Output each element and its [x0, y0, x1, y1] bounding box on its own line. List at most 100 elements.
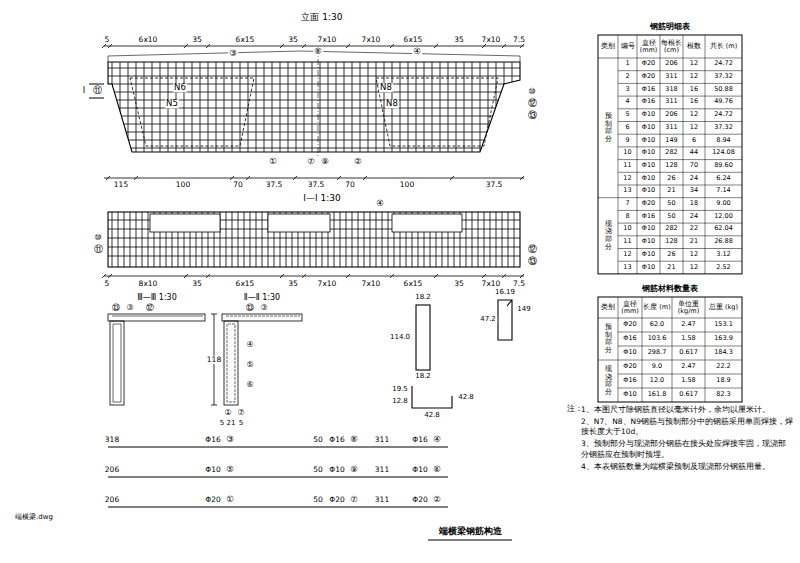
table-header: 单位重 (kg/m)	[672, 300, 705, 314]
section-mark	[89, 84, 104, 98]
table-cell: 24.72	[713, 61, 734, 68]
table-cell: 22	[689, 226, 699, 233]
bar-line	[108, 447, 448, 507]
table-cell: Φ10	[641, 162, 656, 169]
bar-spec: Φ10	[204, 466, 221, 474]
table-cell: 6	[624, 124, 630, 131]
bar-spec: Φ16	[204, 436, 221, 444]
table-cell: 44	[689, 150, 699, 157]
table-cell: 37.32	[713, 73, 734, 80]
table-cell: 12.00	[713, 213, 734, 220]
dimension: 18.2	[414, 294, 432, 302]
section-web	[224, 321, 238, 405]
table-cell: 70	[689, 162, 699, 169]
table-cell: 37.32	[713, 124, 734, 131]
dimension: 70	[232, 181, 244, 189]
table-cell: 12	[689, 112, 699, 119]
table-cell: 13	[622, 264, 632, 271]
callout-number: ⑤	[245, 361, 254, 370]
bar-spec: 50	[312, 466, 324, 474]
table-cell: 24	[689, 175, 699, 182]
callout-number: ⑨	[320, 157, 330, 166]
table-cell: 21	[689, 239, 699, 246]
table-cell: 26	[666, 175, 676, 182]
dimension: 149	[516, 306, 531, 314]
table-cell: 282	[664, 150, 678, 157]
table-cell: 50	[666, 213, 676, 220]
table-cell: 50	[666, 200, 676, 207]
center-line	[318, 48, 319, 157]
table-header: 直径 (mm)	[637, 39, 660, 53]
table-cell: 24	[689, 213, 699, 220]
table-cell: 311	[664, 124, 678, 131]
table-cell: 22.2	[715, 363, 731, 370]
callout-number: ⑫	[527, 245, 538, 254]
title-underline	[428, 539, 512, 540]
dimension: 42.8	[457, 394, 475, 402]
table-cell: 12	[689, 251, 699, 258]
table-cell: 2	[624, 73, 630, 80]
dimension: 7x10	[361, 280, 382, 288]
callout-number: ⑩	[527, 87, 537, 96]
callout-number: ⑬	[527, 111, 538, 120]
drawing-title: 端横梁钢筋构造	[438, 527, 503, 537]
table-cell: 206	[664, 61, 678, 68]
table-header: 编号	[618, 43, 637, 50]
section-slab	[108, 314, 205, 321]
view-title: Ⅲ—Ⅲ 1:30	[136, 294, 178, 303]
dimension: 70	[344, 181, 356, 189]
dimension: 114.0	[389, 334, 411, 342]
table-cell: 1.58	[680, 377, 696, 384]
table-border	[598, 297, 742, 402]
table-cell: 18	[689, 200, 699, 207]
table-cell: Φ10	[641, 264, 656, 271]
bar-spec: 50	[312, 496, 324, 504]
bar-spec: 311	[374, 436, 390, 444]
dimension: 7x10	[317, 36, 338, 44]
dimension: 5	[219, 420, 225, 428]
table-cell: 282	[664, 226, 678, 233]
table-cell: 12	[689, 61, 699, 68]
bar-spec: 50	[312, 436, 324, 444]
table-cell: 184.3	[713, 349, 734, 356]
table-cell: Φ16	[641, 86, 656, 93]
file-name: 端横梁.dwg	[14, 514, 54, 522]
dimension: 35	[287, 280, 299, 288]
table-cell: 153.1	[713, 321, 734, 328]
table-cell: Φ10	[641, 239, 656, 246]
note: 2、N7、N8、N9钢筋与预制部分中的钢筋采用单面焊接，焊接长度大于10d。	[580, 417, 794, 437]
dimension: 35	[287, 36, 299, 44]
bent-bar-shape	[412, 386, 452, 408]
dimension: 21	[226, 420, 237, 428]
table-cell: Φ20	[641, 73, 656, 80]
table-header: 根数	[683, 43, 705, 50]
note: 4、本表钢筋数量为端横梁预制及现浇部分钢筋用量。	[580, 462, 794, 472]
table-cell: 49.76	[713, 99, 734, 106]
view-title: 立面 1:30	[300, 13, 343, 23]
precast-block	[150, 214, 220, 232]
rebar-grid	[108, 212, 520, 267]
table-cell: 26	[666, 251, 676, 258]
beam-outline	[108, 62, 520, 152]
dimension: 115	[113, 181, 129, 189]
bar-spec: Φ10	[411, 466, 428, 474]
plan-outline	[108, 212, 520, 267]
table-cell: Φ16	[622, 377, 637, 384]
stirrup-shape	[498, 300, 512, 340]
table-cell: 11	[622, 162, 632, 169]
callout-number: ②	[432, 495, 442, 504]
callout-number: ⑦	[349, 495, 359, 504]
dimension: 16.19	[494, 289, 516, 297]
dimension: 35	[191, 36, 203, 44]
precast-block	[268, 214, 330, 232]
bar-spec: Φ16	[411, 436, 428, 444]
table-cell: 82.3	[715, 391, 731, 398]
dimension: 8x10	[138, 280, 159, 288]
table-cell: 34	[689, 188, 699, 195]
section-rebar	[112, 316, 203, 402]
dimension: 47.2	[479, 316, 497, 324]
table-grid	[598, 35, 742, 274]
table-cell: 0.617	[678, 349, 699, 356]
